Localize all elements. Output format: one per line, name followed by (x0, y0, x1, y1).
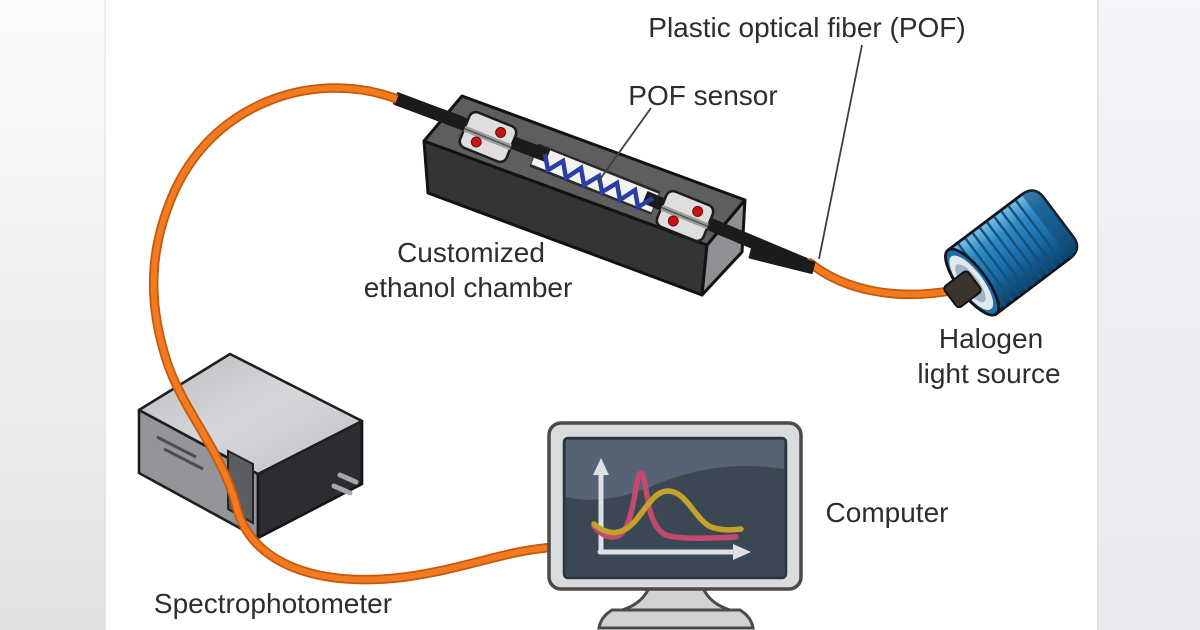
screen-curve-yellow (591, 488, 744, 536)
spectrophotometer-vents (156, 435, 204, 471)
label-pof-sensor: POF sensor (628, 80, 777, 111)
cable-core (807, 260, 958, 298)
label-spectrophotometer: Spectrophotometer (154, 588, 392, 619)
pof-fiber-right-tip (748, 245, 816, 275)
fiber-cable-chamber-to-computer (148, 83, 562, 585)
screen-curve-pink (591, 470, 739, 541)
monitor-screen-gloss (566, 440, 784, 500)
canvas-right-seam (1097, 0, 1099, 630)
fiber-clamp-right (655, 189, 715, 243)
computer-illustration (547, 421, 803, 630)
fiber-cable-chamber-to-halogen (805, 258, 960, 300)
label-pof-fiber: Plastic optical fiber (POF) (648, 12, 965, 43)
clamp-screw-red (470, 136, 482, 148)
fiber-clamp-left (458, 110, 518, 164)
background-left-band (0, 0, 105, 630)
leader-line-pof-fiber (818, 44, 863, 260)
clamp-seam-line (464, 127, 512, 148)
pof-sensor-zigzag (542, 153, 655, 211)
spectrophotometer-connector-pins (331, 472, 359, 496)
cable-core (150, 85, 560, 583)
label-chamber-line1: Customized (397, 237, 545, 268)
spectrophotometer-illustration (137, 352, 364, 540)
background-right-band (1098, 0, 1200, 630)
halogen-light-source-illustration (943, 189, 1079, 317)
pof-fiber-left-tip (394, 92, 465, 130)
clamp-seam-line (661, 206, 709, 227)
halogen-back-cap (1021, 190, 1077, 259)
screen-chart-axes (597, 470, 739, 555)
label-halogen-line1: Halogen (939, 323, 1043, 354)
leader-line-pof-sensor (597, 107, 652, 183)
clamp-screw-red (495, 126, 507, 138)
label-computer: Computer (826, 497, 949, 528)
x-axis-arrowhead (733, 544, 751, 560)
label-chamber-line2: ethanol chamber (364, 272, 573, 303)
clamp-screw-red (692, 205, 704, 217)
y-axis-arrowhead (593, 458, 609, 475)
monitor-stand-base (597, 608, 755, 630)
spectrophotometer-top-face (137, 352, 364, 476)
halogen-ribs (957, 199, 1064, 307)
canvas-left-seam (104, 0, 106, 630)
halogen-fiber-connector (943, 270, 982, 309)
clamp-screw-red (667, 215, 679, 227)
label-halogen-line2: light source (917, 358, 1060, 389)
